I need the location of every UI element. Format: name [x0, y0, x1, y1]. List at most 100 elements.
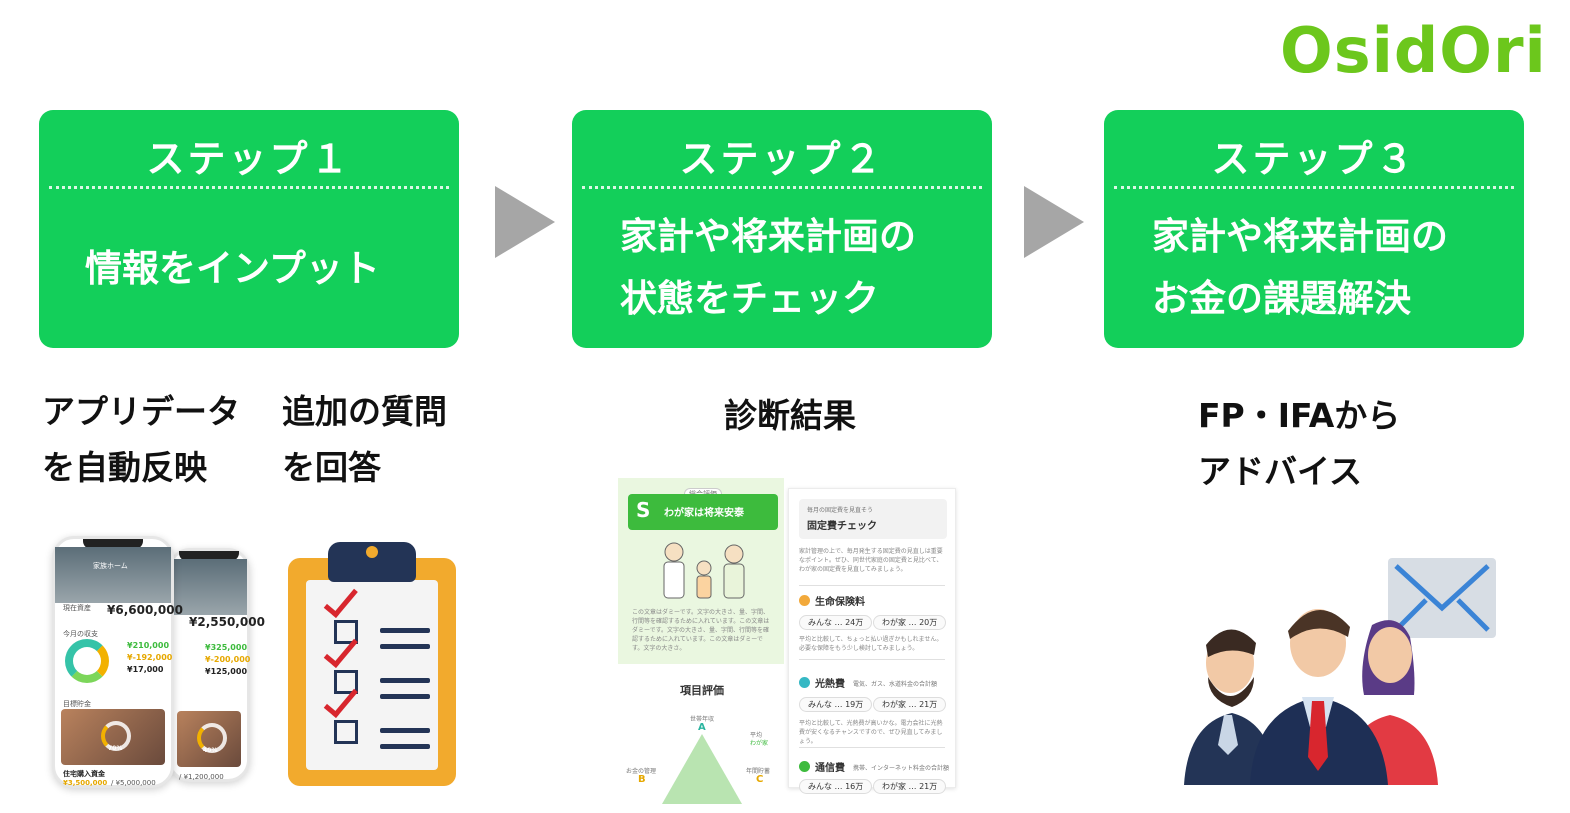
item-name: 通信費	[815, 763, 845, 774]
checkmark-icon	[323, 681, 358, 718]
step-2-line-2: 状態をチェック	[620, 277, 879, 320]
phone-mockup-secondary: ¥2,550,000 ¥325,000 ¥-200,000 ¥125,000 4…	[168, 548, 265, 782]
phone-notch	[83, 539, 143, 549]
step-3-line-2: お金の課題解決	[1152, 277, 1411, 320]
phone-goal-target: / ¥1,200,000	[179, 773, 224, 781]
arrow-right-icon	[495, 186, 555, 258]
list-line	[380, 744, 430, 749]
list-line	[380, 644, 430, 649]
item-everyone: みんな … 16万	[799, 779, 873, 794]
fixed-cost-header	[799, 499, 947, 539]
phone-header-photo	[171, 559, 247, 615]
phone-icon	[799, 761, 810, 772]
diagnosis-grade: S	[636, 498, 651, 522]
fixed-cost-title: 固定費チェック	[807, 521, 877, 532]
caption-line: FP・IFAから	[1198, 396, 1401, 435]
caption-line: 追加の質問	[282, 392, 447, 431]
phone-goal-pct: 70%	[108, 745, 123, 752]
checkbox-icon	[334, 720, 358, 744]
phone-header-photo	[55, 547, 171, 603]
legend-average: 平均	[750, 732, 763, 739]
phone-total-amount: ¥2,550,000	[189, 615, 265, 629]
advisors-illustration	[1184, 609, 1438, 785]
checkmark-icon	[323, 581, 358, 618]
phone-goal-ring	[101, 721, 131, 751]
caption-advice: FP・IFAから アドバイス	[1198, 388, 1400, 500]
step-1-line-1: 情報をインプット	[85, 247, 380, 290]
diagnosis-body-text: この文章はダミーです。文字の大きさ、量、字間、行間等を確認するために入れています…	[632, 609, 770, 652]
caption-line: 診断結果	[724, 396, 856, 435]
phone-goal-title: 住宅購入資金	[63, 770, 105, 778]
step-1-description: 情報をインプット	[39, 238, 459, 300]
step-2-divider	[582, 186, 982, 189]
radar-axis-left: お金の管理	[626, 768, 657, 775]
step-1-card: ステップ１ 情報をインプット	[39, 110, 459, 348]
phone-notch	[179, 551, 239, 561]
divider	[799, 747, 945, 748]
caption-line: を回答	[282, 448, 381, 487]
item-note: 平均と比較して、光熱費が高いかな。電力会社に光熱費が安くなるチャンスですので、ぜ…	[799, 720, 943, 745]
step-3-line-1: 家計や将来計画の	[1152, 215, 1448, 258]
item-everyone: みんな … 24万	[799, 615, 873, 630]
phone-goal-pct: 40%	[203, 747, 218, 754]
phone-goal-label: 目標貯金	[63, 700, 91, 708]
phone-expense: ¥-192,000	[127, 653, 173, 662]
radar-axis-right: 年間貯蓄	[746, 768, 771, 775]
lightbulb-icon	[799, 677, 810, 688]
caption-questions: 追加の質問 を回答	[282, 384, 447, 496]
fixed-cost-intro: 家計管理の上で、毎月発生する固定費の見直しは重要なポイント。ぜひ、同世代家庭の固…	[799, 548, 943, 573]
item-note: 平均と比較して、ちょっと払い過ぎかもしれません。必要な保障をもう少し検討してみま…	[799, 636, 943, 652]
step-3-divider	[1114, 186, 1514, 189]
step-1-title: ステップ１	[146, 137, 352, 181]
phone-goal-value: ¥3,500,000	[63, 779, 108, 787]
phone-month-label: 今月の収支	[63, 630, 98, 638]
family-illustration	[663, 542, 745, 599]
step-3-card: ステップ３ 家計や将来計画の お金の課題解決	[1104, 110, 1524, 348]
phone-donut-chart	[65, 639, 109, 683]
radar-grade-top: A	[698, 722, 706, 733]
step-1-divider	[49, 186, 449, 189]
caption-line: を自動反映	[42, 448, 207, 487]
phone-expense: ¥-200,000	[205, 655, 251, 664]
step-3-description: 家計や将来計画の お金の課題解決	[1104, 206, 1524, 330]
phone-mockup-primary: 家族ホーム 現在資産 ¥6,600,000 今月の収支 ¥210,000 ¥-1…	[52, 536, 183, 788]
list-line	[380, 694, 430, 699]
item-ours: わが家 … 21万	[873, 779, 947, 794]
phone-total-label: 現在資産	[63, 604, 91, 612]
diagnosis-grade-text: わが家は将来安泰	[664, 508, 744, 519]
step-2-description: 家計や将来計画の 状態をチェック	[572, 206, 992, 330]
phone-balance: ¥17,000	[127, 665, 164, 674]
item-ours: わが家 … 21万	[873, 697, 947, 712]
clipboard-icon	[288, 542, 456, 786]
clipboard-paper	[306, 580, 438, 770]
caption-app-data: アプリデータ を自動反映	[42, 384, 240, 496]
phone-goal-ring	[197, 723, 227, 753]
heart-icon	[799, 595, 810, 606]
mail-icon	[1388, 558, 1496, 638]
diagnosis-section-title: 項目評価	[680, 684, 724, 697]
caption-line: アドバイス	[1198, 452, 1363, 491]
list-line	[380, 728, 430, 733]
legend-ours: わが家	[750, 740, 769, 747]
caption-line: アプリデータ	[42, 392, 240, 431]
divider	[799, 585, 945, 586]
phone-balance: ¥125,000	[205, 667, 248, 676]
phone-income: ¥210,000	[127, 641, 170, 650]
divider	[799, 659, 945, 660]
radar-grade-left: B	[638, 774, 646, 785]
checkbox-icon	[334, 620, 358, 644]
diagnosis-overall-card: 総合評価 S わが家は将来安泰 この文章はダミーです。文字の大きさ、量、字間、行…	[618, 478, 784, 804]
radar-axis-top: 世帯年収	[690, 716, 715, 723]
radar-grade-right: C	[756, 774, 764, 785]
item-ours: わが家 … 20万	[873, 615, 947, 630]
diagnosis-grade-banner: S わが家は将来安泰	[628, 494, 778, 530]
item-sub: 電気、ガス、水道料金の合計額	[853, 681, 938, 688]
fixed-cost-card: 毎月の固定費を見直そう 固定費チェック 家計管理の上で、毎月発生する固定費の見直…	[788, 488, 956, 794]
checkbox-icon	[334, 670, 358, 694]
item-name: 光熱費	[815, 679, 845, 690]
checkmark-icon	[323, 631, 358, 668]
list-line	[380, 628, 430, 633]
step-3-title: ステップ３	[1211, 137, 1417, 181]
step-2-line-1: 家計や将来計画の	[620, 215, 916, 258]
fixed-cost-kicker: 毎月の固定費を見直そう	[807, 507, 874, 514]
